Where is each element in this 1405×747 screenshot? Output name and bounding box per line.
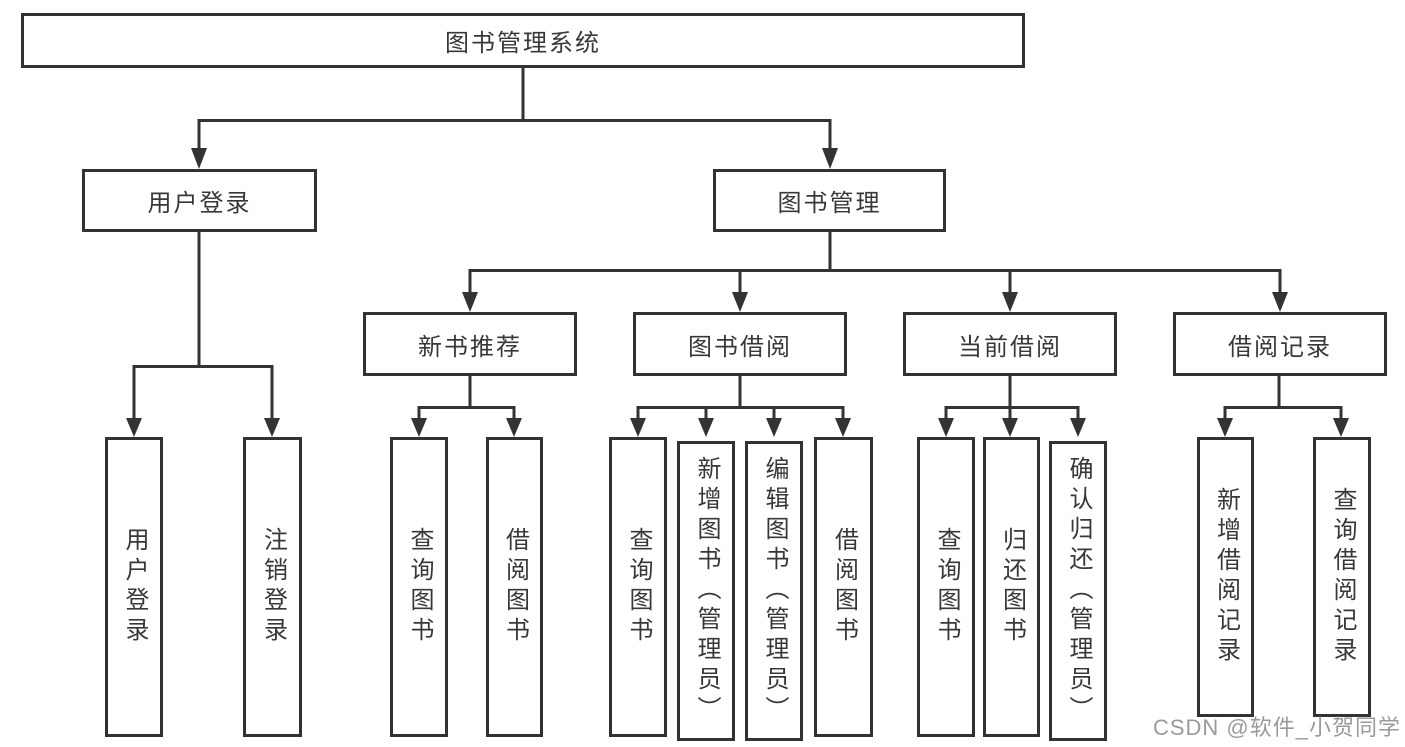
node-borrowing-records: 借阅记录 [1173, 312, 1387, 376]
node-leaf-edit-books-admin: 编辑图书（管理员） [745, 441, 803, 741]
connector-user-login-to-leaves [132, 232, 274, 420]
arrowhead [191, 148, 207, 169]
arrowhead [698, 418, 714, 437]
connector-book-management-to-level2 [468, 232, 1282, 293]
node-leaf-query-books-borrowing: 查询图书 [609, 437, 667, 737]
arrowhead [630, 418, 646, 437]
arrowhead [1002, 292, 1018, 312]
arrowhead [264, 418, 280, 437]
arrowhead [1272, 292, 1288, 312]
arrowhead [411, 418, 427, 437]
node-leaf-confirm-return-admin: 确认归还（管理员） [1049, 441, 1107, 741]
connector-root-to-level1 [197, 68, 832, 150]
node-leaf-add-books-admin: 新增图书（管理员） [677, 441, 735, 741]
arrowhead [822, 148, 838, 169]
arrowhead [1002, 418, 1018, 437]
node-leaf-return-books: 归还图书 [983, 437, 1040, 737]
arrowhead [462, 292, 478, 312]
connector-current-borrowing-to-leaves [944, 376, 1080, 420]
arrowhead [1217, 418, 1233, 437]
arrowhead [126, 418, 142, 437]
arrowhead [506, 418, 522, 437]
node-leaf-logout: 注销登录 [243, 437, 302, 737]
node-leaf-borrow-books-recommend: 借阅图书 [486, 437, 543, 737]
node-root-system: 图书管理系统 [21, 13, 1025, 68]
connector-book-borrowing-to-leaves [636, 376, 845, 420]
arrowhead [1333, 418, 1349, 437]
node-book-borrowing: 图书借阅 [633, 312, 847, 376]
arrowhead [766, 418, 782, 437]
node-leaf-add-borrow-record: 新增借阅记录 [1197, 437, 1254, 717]
watermark: CSDN @软件_小贺同学 [1152, 715, 1401, 740]
arrowhead [938, 418, 954, 437]
connector-new-book-recommend-to-leaves [417, 376, 516, 420]
node-leaf-query-books-current: 查询图书 [917, 437, 975, 737]
node-new-book-recommend: 新书推荐 [363, 312, 577, 376]
node-leaf-query-borrow-record: 查询借阅记录 [1313, 437, 1371, 717]
arrowhead [1070, 418, 1086, 437]
node-leaf-query-books-recommend: 查询图书 [390, 437, 448, 737]
arrowhead [835, 418, 851, 437]
node-leaf-user-login: 用户登录 [105, 437, 163, 737]
connector-borrowing-records-to-leaves [1223, 376, 1343, 420]
node-leaf-borrow-books-borrowing: 借阅图书 [814, 437, 873, 737]
node-current-borrowing: 当前借阅 [903, 312, 1117, 376]
node-user-login: 用户登录 [82, 169, 317, 232]
node-book-management: 图书管理 [713, 169, 946, 232]
arrowhead [732, 292, 748, 312]
